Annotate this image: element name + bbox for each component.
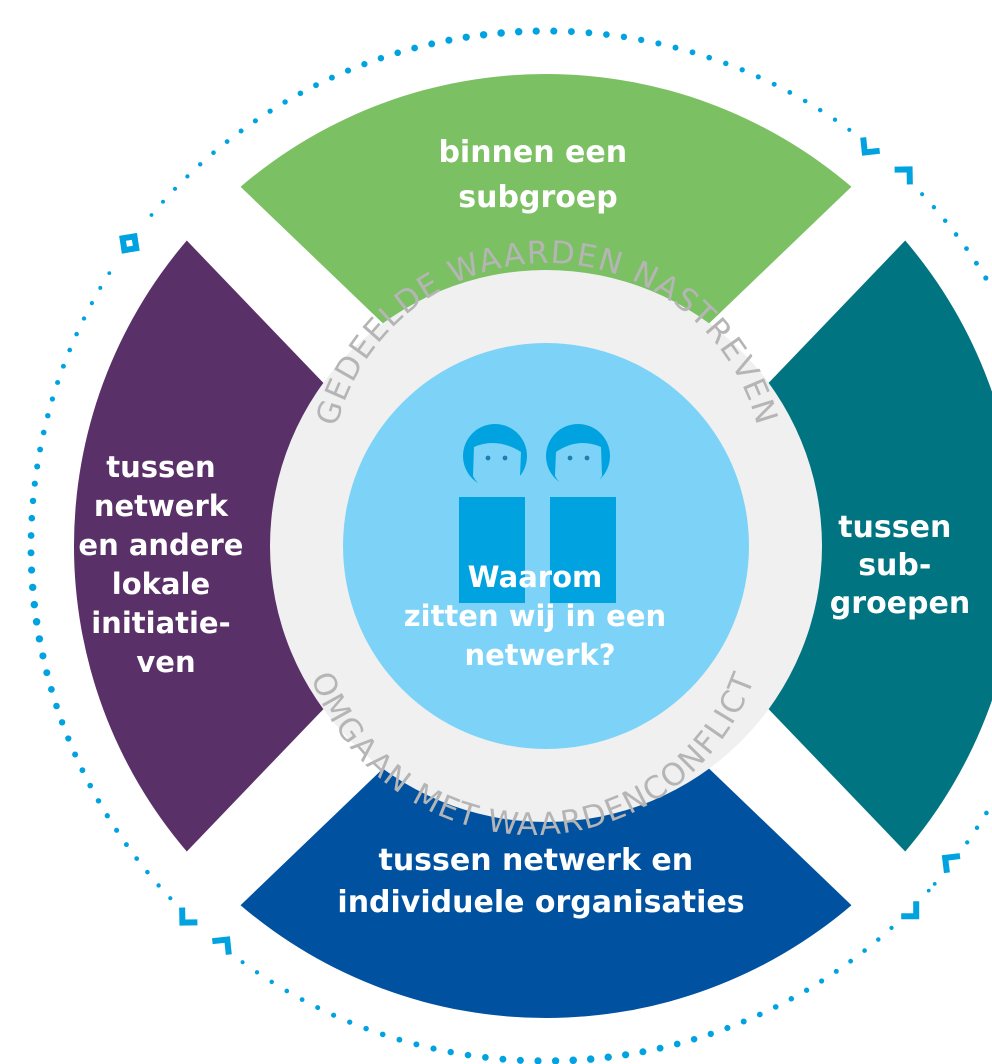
segment-top-label: binnen een subgroep	[438, 135, 637, 215]
arrow-head-icon	[179, 907, 198, 926]
segment-binnen-subgroep	[240, 73, 852, 345]
center-question: Waarom zitten wij in een netwerk?	[404, 560, 677, 672]
segment-right-label: tussen sub- groepen	[830, 510, 970, 621]
segment-bottom-label: tussen netwerk en individuele organisati…	[337, 843, 744, 920]
arrow-head-icon	[119, 233, 138, 254]
dotted-cycle-arrows	[27, 27, 989, 1064]
arrow-head-icon	[860, 137, 880, 156]
cycle-arrow-4	[27, 233, 232, 955]
person-right-icon	[546, 424, 616, 603]
person-left-icon	[459, 424, 527, 603]
cycle-arrow-3	[179, 853, 961, 1064]
segment-tussen-netwerk-organisaties	[240, 747, 852, 1019]
two-people-icon	[459, 424, 616, 603]
center-circle	[343, 343, 749, 749]
segment-tussen-subgroepen	[747, 240, 992, 852]
segment-tussen-netwerk-initiatieven	[73, 240, 345, 852]
arrow-head-icon	[212, 936, 232, 955]
segment-left-label: tussen netwerk en andere lokale initiati…	[78, 450, 253, 679]
cycle-arrow-1	[120, 27, 913, 254]
arrow-head-icon	[894, 166, 913, 185]
arrow-head-icon	[941, 853, 961, 874]
